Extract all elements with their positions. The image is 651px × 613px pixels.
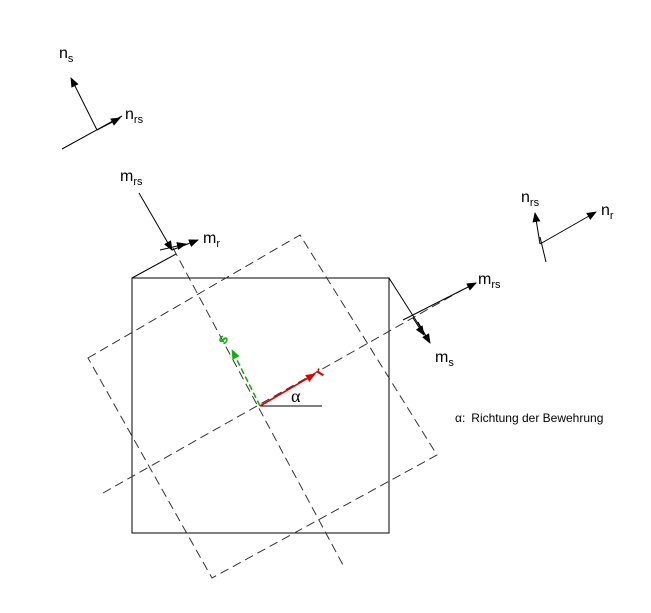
mrs-top-arrow — [138, 192, 173, 251]
mr-label: mr — [203, 230, 220, 250]
r-axis-arrow — [259, 373, 316, 407]
nrs-right-label: nrs — [521, 189, 540, 209]
alpha-label: α — [291, 386, 301, 406]
plate-element — [131, 277, 390, 534]
mrs-right-arrow — [402, 282, 477, 321]
ms-label: ms — [435, 349, 454, 369]
ns-arrow — [70, 77, 98, 131]
nrs-right-arrow — [532, 212, 541, 245]
mr-arrow-2 — [171, 239, 199, 251]
nr-base-line — [539, 236, 547, 263]
nr-label: nr — [601, 202, 614, 222]
nrs-top-arrow — [96, 117, 121, 131]
right-edge-stub — [388, 277, 425, 334]
r-axis-line — [102, 289, 463, 494]
mrs-top-label: mrs — [120, 168, 143, 188]
reinforcement-note: α:Richtung der Bewehrung — [455, 411, 603, 425]
nr-arrow — [539, 211, 597, 245]
s-axis-label: s — [213, 332, 232, 348]
ms-arrow-1 — [412, 317, 425, 336]
s-axis-line — [172, 247, 344, 566]
ns-label: ns — [59, 45, 74, 65]
mrs-right-label: mrs — [478, 271, 501, 291]
mr-arrow-1 — [159, 242, 187, 251]
nrs-top-label: nrs — [125, 106, 144, 126]
top-edge-stub — [131, 253, 177, 279]
s-axis-arrow — [231, 349, 261, 407]
ms-arrow-2 — [417, 321, 431, 344]
rotated-element-outline — [87, 234, 438, 579]
